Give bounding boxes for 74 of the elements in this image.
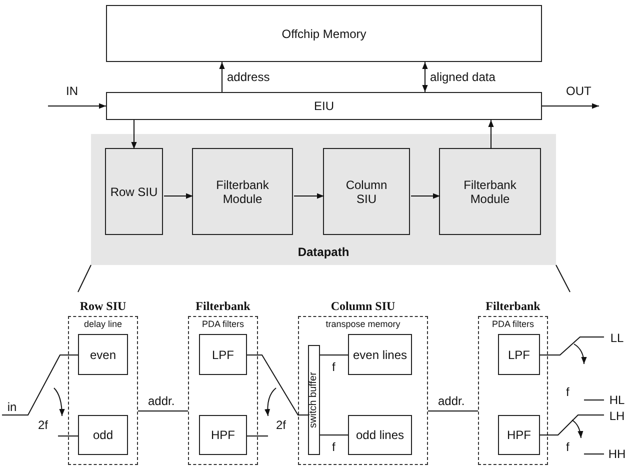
block-label: EIU xyxy=(314,99,334,113)
signal-name: LH xyxy=(609,409,625,423)
connector xyxy=(164,193,194,199)
connector xyxy=(488,120,494,150)
block-label: Filterbank Module xyxy=(215,178,270,206)
block-label: HPF xyxy=(507,428,531,442)
block-label: odd lines xyxy=(356,428,404,442)
block-label: Offchip Memory xyxy=(282,26,366,40)
group-heading: Filterbank xyxy=(194,299,252,313)
panel-title: Datapath xyxy=(296,245,350,259)
connector xyxy=(131,120,137,150)
block-label: LPF xyxy=(508,348,530,362)
group-heading: Row SIU xyxy=(78,299,128,313)
edge-label: address xyxy=(227,70,270,84)
connector xyxy=(48,103,106,109)
block-label: Filterbank Module xyxy=(462,178,518,206)
block-box xyxy=(348,415,412,455)
signal-name: LL xyxy=(610,331,624,345)
block-box xyxy=(78,334,128,375)
signal-name: HL xyxy=(609,393,625,407)
edge-label: addr. xyxy=(438,394,465,408)
connector xyxy=(138,410,188,412)
block-label: even lines xyxy=(352,348,408,362)
block-box xyxy=(498,334,540,375)
module-box xyxy=(323,148,410,235)
block-label: HPF xyxy=(211,428,235,442)
block-label: odd xyxy=(92,428,114,442)
datapath-panel xyxy=(91,134,556,265)
connector xyxy=(542,103,600,109)
block-box xyxy=(106,5,542,62)
block-label: Row SIU xyxy=(110,184,158,198)
signal-label: f xyxy=(566,440,570,454)
group-subtitle: PDA filters xyxy=(490,319,535,330)
connector xyxy=(219,62,225,92)
connector xyxy=(422,62,428,92)
buffer-label: switch buffer xyxy=(309,371,319,430)
module-box xyxy=(439,148,541,235)
signal-label: f xyxy=(566,385,570,399)
signal-name: in xyxy=(7,400,17,414)
connector xyxy=(428,410,478,412)
block-box xyxy=(106,92,542,120)
block-box xyxy=(199,415,247,455)
signal-name: HH xyxy=(608,447,626,461)
group-heading: Filterbank xyxy=(484,299,542,313)
connector xyxy=(320,354,348,356)
block-label: LPF xyxy=(212,348,234,362)
block-box xyxy=(348,334,412,375)
block-box xyxy=(199,334,247,375)
edge-label: f xyxy=(332,360,336,374)
connector xyxy=(540,336,604,356)
connector xyxy=(540,414,604,436)
module-box xyxy=(192,148,293,235)
block-box xyxy=(78,415,128,455)
block-label: even xyxy=(90,348,116,362)
edge-label: addr. xyxy=(148,394,175,408)
connector xyxy=(294,193,324,199)
block-box xyxy=(498,415,540,455)
group-heading: Column SIU xyxy=(330,299,396,313)
group-subtitle: delay line xyxy=(82,319,124,330)
connector xyxy=(410,193,440,199)
connector xyxy=(246,354,308,416)
edge-label: OUT xyxy=(566,84,592,98)
group-subtitle: transpose memory xyxy=(324,319,402,330)
module-box xyxy=(105,148,163,235)
signal-label: 2f xyxy=(38,418,48,432)
connector xyxy=(2,354,78,416)
signal-label: 2f xyxy=(276,418,286,432)
group-subtitle: PDA filters xyxy=(200,319,245,330)
connector xyxy=(320,434,348,436)
buffer-box xyxy=(308,345,320,455)
edge-label: IN xyxy=(66,84,78,98)
block-label: Column SIU xyxy=(344,178,388,206)
edge-label: f xyxy=(332,440,336,454)
edge-label: aligned data xyxy=(430,70,496,84)
